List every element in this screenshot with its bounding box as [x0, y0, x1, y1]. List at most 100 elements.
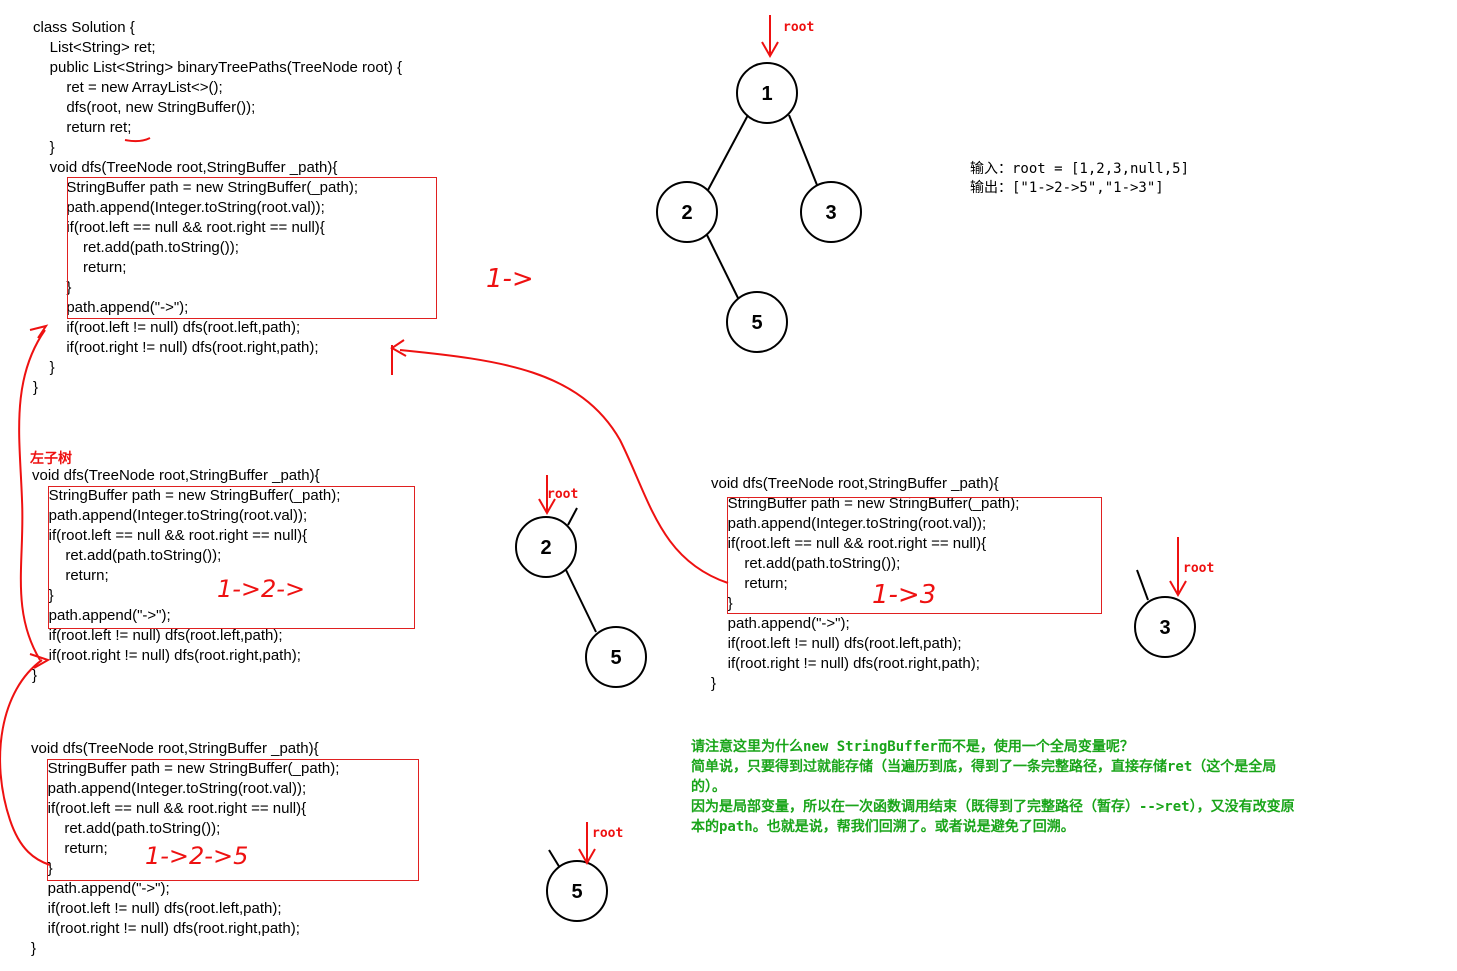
- code-line: return;: [31, 840, 108, 857]
- code-line: if(root.left == null && root.right == nu…: [32, 527, 308, 544]
- root-label-bottom: root: [592, 826, 623, 841]
- flow-arrowhead-left-top: [29, 324, 49, 339]
- code-line: }: [33, 139, 55, 156]
- highlight-box-bottom: [47, 759, 419, 881]
- code-line: }: [31, 860, 53, 877]
- note-line: 的）。: [691, 779, 726, 795]
- handwritten-path-bottom: 1->2->5: [145, 842, 248, 870]
- subtree-node-2: [515, 516, 577, 578]
- flow-arrowhead-left-bottom: [29, 653, 51, 669]
- code-line: path.append("->");: [711, 615, 850, 632]
- code-line: path.append("->");: [33, 299, 189, 316]
- left-subtree-label: 左子树: [30, 451, 72, 467]
- code-line: if(root.right != null) dfs(root.right,pa…: [33, 339, 319, 356]
- root-arrow-right: [1169, 537, 1187, 598]
- explanation-note: 请注意这里为什么new StringBuffer而不是，使用一个全局变量呢？ 简单…: [691, 737, 1295, 837]
- code-line: return;: [711, 575, 788, 592]
- tree-node-2: [656, 181, 718, 243]
- code-line: ret.add(path.toString());: [31, 820, 221, 837]
- code-line: void dfs(TreeNode root,StringBuffer _pat…: [711, 475, 999, 492]
- code-line: if(root.right != null) dfs(root.right,pa…: [31, 920, 300, 937]
- code-line: if(root.left == null && root.right == nu…: [31, 800, 307, 817]
- io-output: 输出：["1->2->5","1->3"]: [970, 180, 1164, 196]
- code-line: return ret;: [33, 119, 132, 136]
- dfs-code-right: void dfs(TreeNode root,StringBuffer _pat…: [711, 474, 1019, 694]
- code-line: path.append("->");: [31, 880, 170, 897]
- leaf-label-5: 5: [571, 881, 582, 903]
- subtree-label-5: 5: [610, 647, 621, 669]
- code-line: ret = new ArrayList<>();: [33, 79, 223, 96]
- highlight-box-right: [727, 497, 1102, 614]
- handwritten-path-top: 1->: [486, 264, 534, 294]
- flow-arrowhead-return: [390, 339, 407, 357]
- flow-curve-left: [18, 329, 46, 661]
- note-line: 因为是局部变量，所以在一次函数调用结束（既得到了完整路径（暂存）-->ret），…: [691, 799, 1295, 815]
- note-line: 本的path。也就是说，帮我们回溯了。或者说是避免了回溯。: [691, 819, 1075, 835]
- node-label-1: 1: [761, 83, 772, 105]
- io-input: 输入：root = [1,2,3,null,5]: [970, 161, 1190, 177]
- root-arrow-main: [761, 15, 779, 59]
- code-line: }: [711, 675, 717, 692]
- root-label-left: root: [547, 487, 578, 502]
- main-solution-code: class Solution { List<String> ret; publi…: [33, 18, 402, 398]
- code-line: dfs(root, new StringBuffer());: [33, 99, 256, 116]
- root-label-main: root: [783, 20, 814, 35]
- code-line: ret.add(path.toString());: [711, 555, 901, 572]
- code-line: }: [33, 379, 39, 396]
- root-arrow-bottom: [578, 822, 596, 866]
- flow-curve-bottom: [0, 659, 51, 866]
- code-line: void dfs(TreeNode root,StringBuffer _pat…: [32, 467, 320, 484]
- code-line: StringBuffer path = new StringBuffer(_pa…: [711, 495, 1020, 512]
- code-line: void dfs(TreeNode root,StringBuffer _pat…: [31, 740, 319, 757]
- code-line: StringBuffer path = new StringBuffer(_pa…: [32, 487, 341, 504]
- tree-node-5: [726, 291, 788, 353]
- edge-stub-3: [1136, 569, 1149, 601]
- edge-2-5-sub: [565, 569, 597, 633]
- subtree-node-3: [1134, 596, 1196, 658]
- note-line: 请注意这里为什么new StringBuffer而不是，使用一个全局变量呢？: [691, 739, 1134, 755]
- code-line: if(root.left != null) dfs(root.left,path…: [711, 635, 962, 652]
- code-line: ret.add(path.toString());: [33, 239, 239, 256]
- edge-1-3: [788, 114, 818, 186]
- code-line: if(root.right != null) dfs(root.right,pa…: [32, 647, 301, 664]
- handwritten-path-left: 1->2->: [217, 575, 305, 603]
- code-line: if(root.left != null) dfs(root.left,path…: [33, 319, 301, 336]
- dfs-code-bottom: void dfs(TreeNode root,StringBuffer _pat…: [31, 739, 339, 959]
- code-line: }: [31, 940, 37, 957]
- code-line: return;: [33, 259, 127, 276]
- code-line: if(root.left == null && root.right == nu…: [711, 535, 987, 552]
- code-line: path.append(Integer.toString(root.val));: [33, 199, 325, 216]
- code-line: }: [32, 587, 54, 604]
- code-line: }: [711, 595, 733, 612]
- code-line: List<String> ret;: [33, 39, 156, 56]
- code-line: void dfs(TreeNode root,StringBuffer _pat…: [33, 159, 338, 176]
- edge-2-5: [706, 234, 739, 299]
- handwritten-path-right: 1->3: [872, 580, 936, 610]
- code-line: }: [33, 279, 72, 296]
- subtree-node-5: [585, 626, 647, 688]
- tree-node-3: [800, 181, 862, 243]
- highlight-box-left: [48, 486, 415, 629]
- edge-stub-2: [567, 507, 578, 526]
- code-line: StringBuffer path = new StringBuffer(_pa…: [33, 179, 359, 196]
- dfs-code-left: void dfs(TreeNode root,StringBuffer _pat…: [32, 466, 340, 686]
- node-label-3: 3: [825, 202, 836, 224]
- leaf-node-5: [546, 860, 608, 922]
- subtree-label-3: 3: [1159, 617, 1170, 639]
- flow-curve-return: [399, 349, 729, 584]
- code-line: path.append(Integer.toString(root.val));: [31, 780, 307, 797]
- code-line: if(root.right != null) dfs(root.right,pa…: [711, 655, 980, 672]
- code-line: if(root.left != null) dfs(root.left,path…: [32, 627, 283, 644]
- node-label-5: 5: [751, 312, 762, 334]
- note-line: 简单说，只要得到过就能存储（当遍历到底，得到了一条完整路径，直接存储ret（这个…: [691, 759, 1277, 775]
- code-line: StringBuffer path = new StringBuffer(_pa…: [31, 760, 340, 777]
- code-line: path.append(Integer.toString(root.val));: [711, 515, 987, 532]
- code-line: path.append("->");: [32, 607, 171, 624]
- root-arrow-left: [538, 475, 556, 516]
- code-line: class Solution {: [33, 19, 135, 36]
- subtree-label-2: 2: [540, 537, 551, 559]
- tree-node-1: [736, 62, 798, 124]
- code-line: ret.add(path.toString());: [32, 547, 222, 564]
- highlight-box-main: [67, 177, 437, 319]
